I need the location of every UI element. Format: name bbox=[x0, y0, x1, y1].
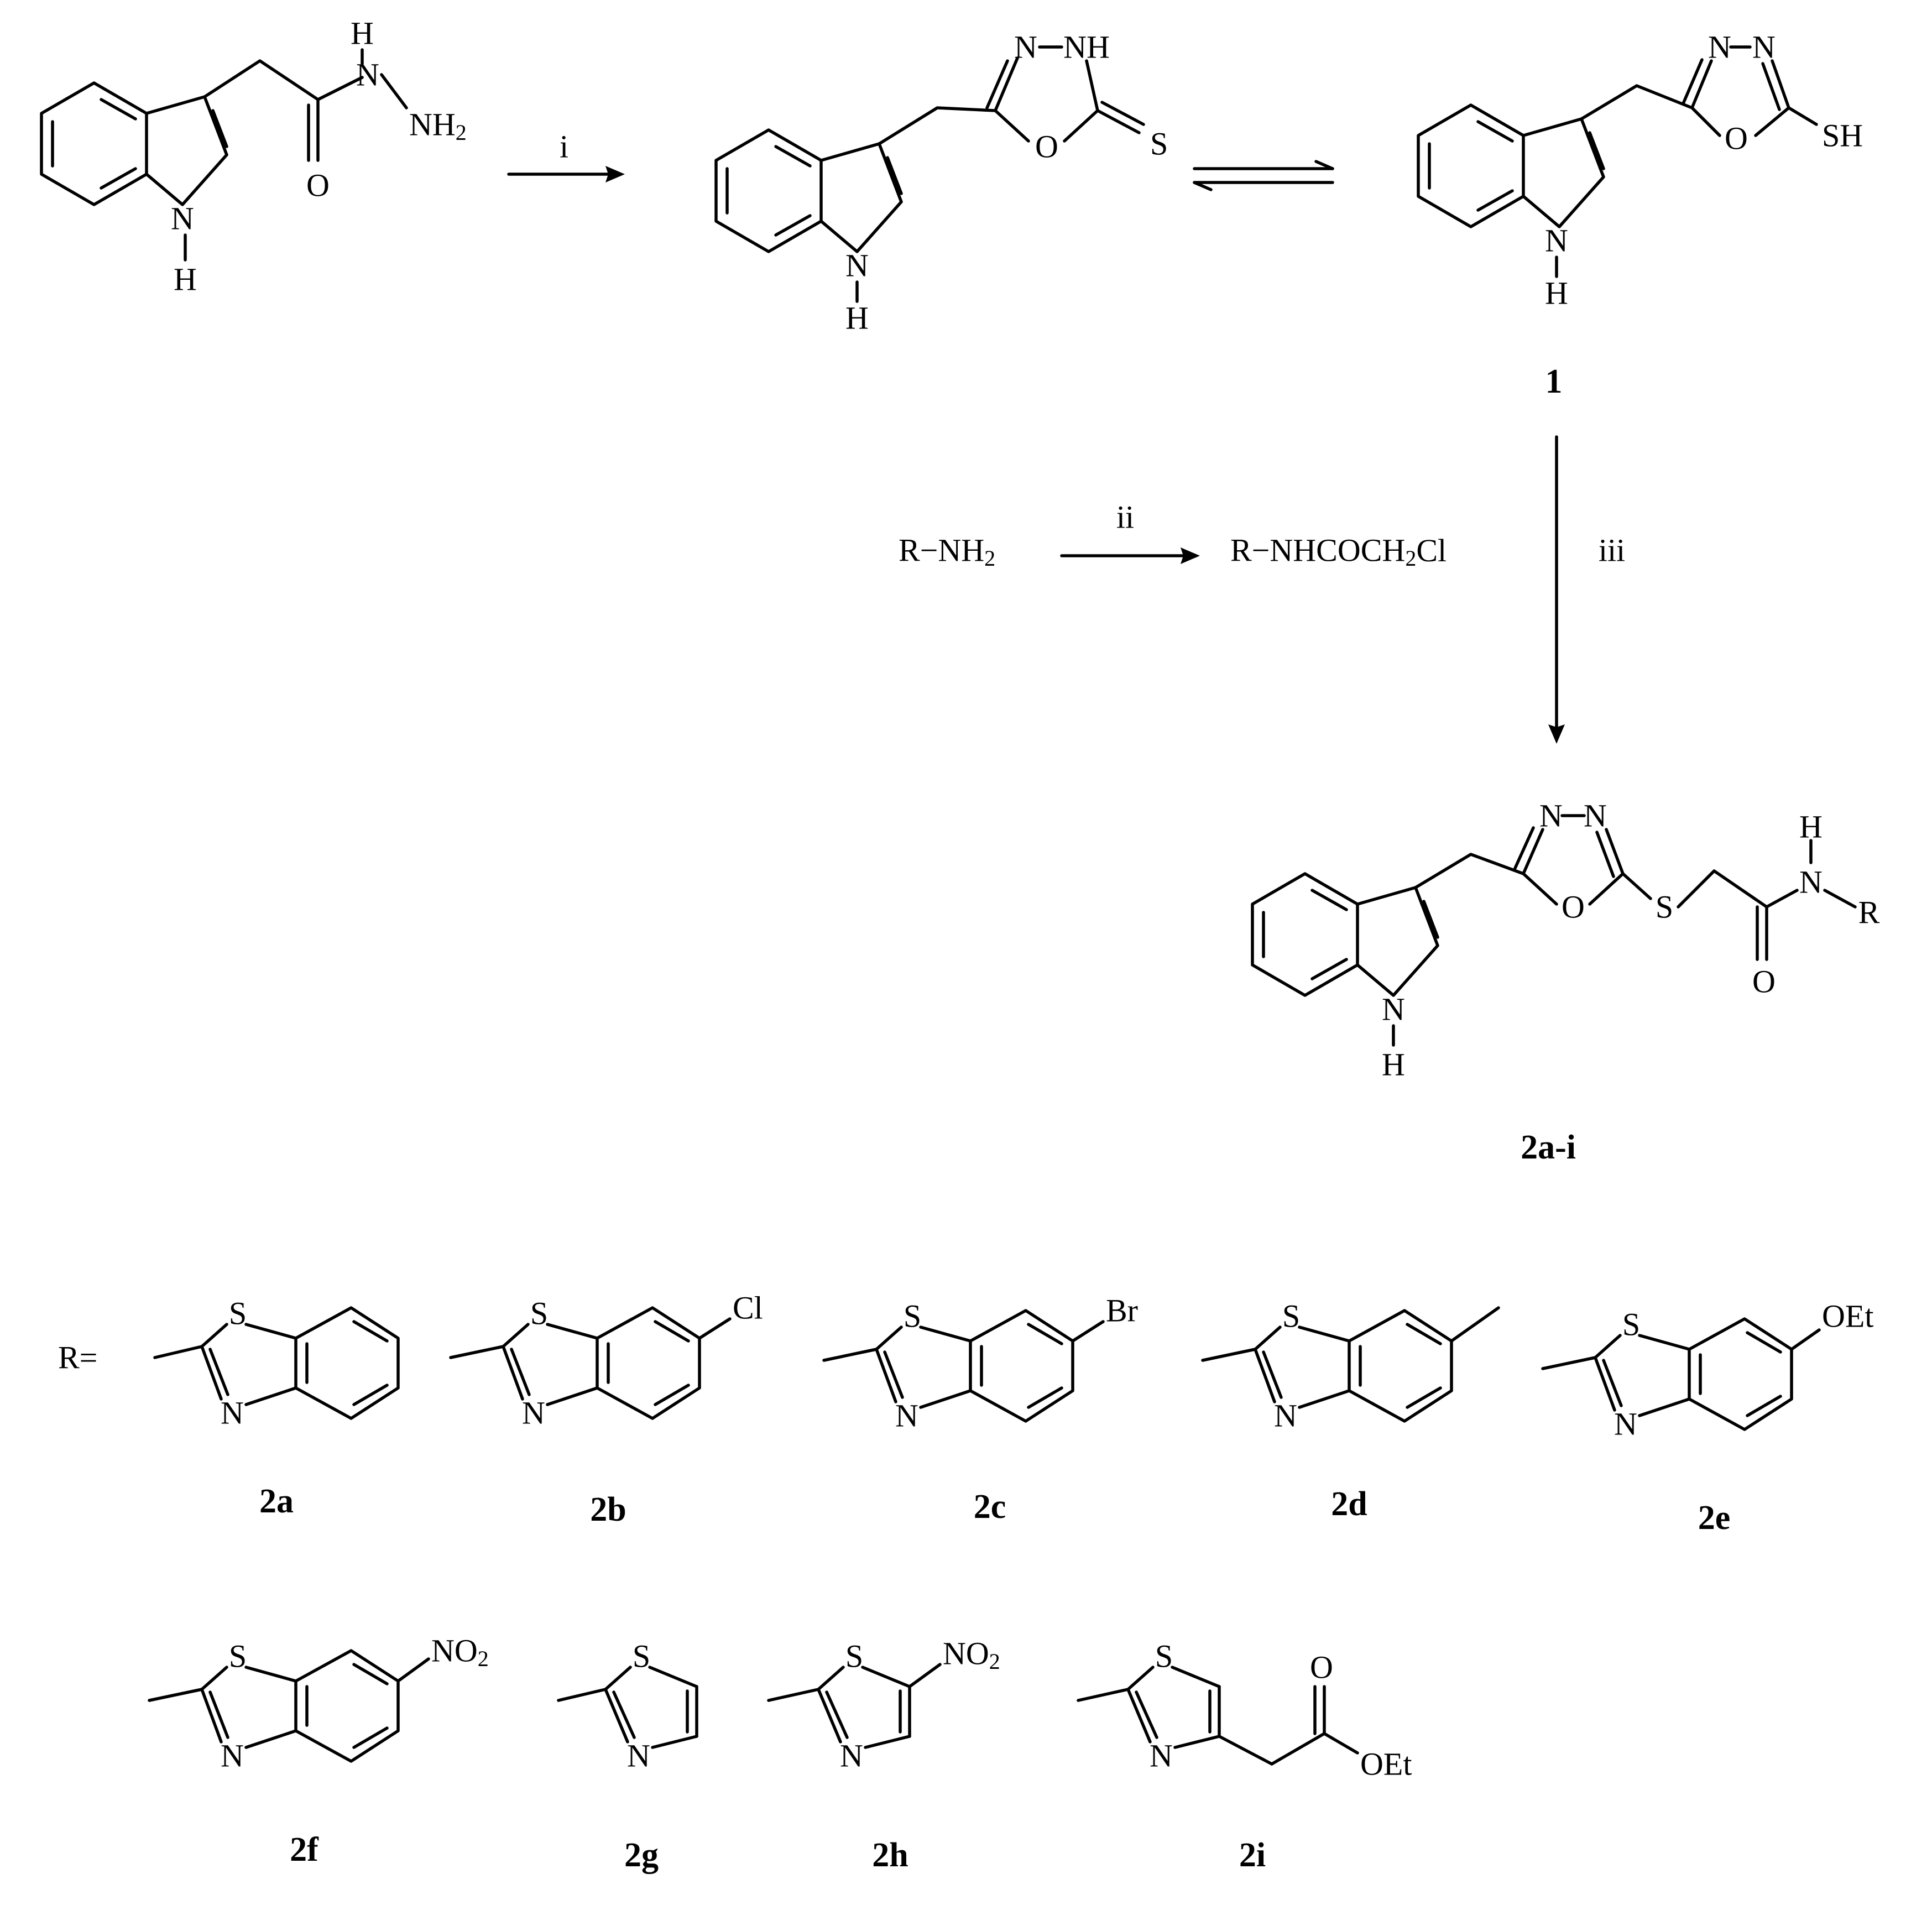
substituent-2c bbox=[822, 1309, 1105, 1423]
atom-h-indole-1: H bbox=[174, 262, 197, 298]
r-prefix: R= bbox=[58, 1340, 97, 1376]
atom-h-indole-c1: H bbox=[1545, 275, 1568, 311]
atom-s-2f: S bbox=[229, 1638, 247, 1674]
atom-n-2c: N bbox=[895, 1398, 918, 1434]
compound-label-2a-i: 2a-i bbox=[1521, 1129, 1576, 1166]
atom-n-thione: N bbox=[845, 248, 869, 284]
arrow-i bbox=[507, 166, 625, 182]
atom-n-amide-2: N bbox=[1799, 864, 1823, 900]
atom-s-2a: S bbox=[229, 1296, 247, 1332]
atom-sh-c1: SH bbox=[1822, 118, 1863, 154]
substituent-2g bbox=[557, 1666, 698, 1749]
atom-n4-c1: N bbox=[1752, 29, 1776, 65]
substituent-2d bbox=[1201, 1306, 1500, 1423]
substituent-2b bbox=[449, 1306, 732, 1420]
atom-n-2a: N bbox=[221, 1395, 244, 1431]
atom-n-2d: N bbox=[1274, 1398, 1297, 1434]
atom-r-2: R bbox=[1858, 895, 1880, 931]
atom-o-carbonyl-2i: O bbox=[1310, 1650, 1333, 1685]
oxadiazole-thione bbox=[714, 45, 1145, 253]
atom-h-thione: H bbox=[845, 300, 869, 336]
substituent-2a bbox=[153, 1306, 400, 1420]
atom-h-hydrazide: H bbox=[351, 15, 374, 51]
atom-nh-indole-1: N bbox=[171, 201, 194, 237]
reagent-chloroacetamide: R−NHCOCH2Cl bbox=[1230, 533, 1447, 571]
condition-ii: ii bbox=[1116, 499, 1134, 535]
atom-n3-thione: N bbox=[1014, 29, 1037, 65]
reagent-amine: R−NH2 bbox=[899, 533, 995, 571]
atom-n3-2: N bbox=[1539, 798, 1563, 834]
equilibrium-arrows bbox=[1193, 160, 1334, 191]
atom-h-amide-2: H bbox=[1799, 809, 1823, 845]
compound-1-structure bbox=[1417, 45, 1818, 228]
atom-h-indole-2: H bbox=[1382, 1047, 1405, 1083]
atom-n-indole-2: N bbox=[1382, 991, 1405, 1027]
atom-o-c1: O bbox=[1725, 121, 1748, 156]
condition-i: i bbox=[560, 129, 568, 165]
atom-n-2h: N bbox=[840, 1738, 863, 1774]
compound-label-2a: 2a bbox=[259, 1483, 294, 1520]
atom-oet-2e: OEt bbox=[1822, 1298, 1873, 1334]
substituent-2i bbox=[1077, 1666, 1359, 1766]
atom-n-hydrazide: N bbox=[356, 57, 379, 93]
atom-nh2-hydrazide: NH2 bbox=[409, 107, 467, 145]
atom-n-2f: N bbox=[221, 1738, 244, 1774]
atom-oet-2i: OEt bbox=[1360, 1746, 1412, 1782]
substituent-2f bbox=[148, 1649, 430, 1763]
compound-label-2h: 2h bbox=[872, 1836, 908, 1874]
atom-o-amide-2: O bbox=[1752, 964, 1776, 1000]
atom-s-2h: S bbox=[845, 1638, 863, 1674]
atom-no2-2f: NO2 bbox=[431, 1633, 489, 1671]
compound-label-2g: 2g bbox=[624, 1836, 659, 1874]
atom-cl-2b: Cl bbox=[733, 1290, 763, 1326]
atom-s-thioether-2: S bbox=[1656, 889, 1673, 925]
atom-s-thione: S bbox=[1150, 126, 1168, 162]
compound-label-2f: 2f bbox=[290, 1831, 319, 1869]
atom-br-2c: Br bbox=[1106, 1293, 1138, 1329]
atom-n-2b: N bbox=[522, 1395, 545, 1431]
atom-n4-2: N bbox=[1584, 798, 1607, 834]
atom-nh-thione: NH bbox=[1063, 29, 1110, 65]
atom-n3-c1: N bbox=[1708, 29, 1731, 65]
atom-n-2i: N bbox=[1150, 1738, 1173, 1774]
atom-s-2g: S bbox=[633, 1638, 650, 1674]
compound-label-2b: 2b bbox=[590, 1491, 626, 1528]
substituent-2h bbox=[767, 1663, 942, 1749]
atom-s-2b: S bbox=[530, 1296, 548, 1332]
compound-label-2i: 2i bbox=[1239, 1836, 1266, 1874]
atom-o-ring-2: O bbox=[1562, 889, 1585, 925]
arrow-iii bbox=[1548, 435, 1565, 744]
indole-acetohydrazide bbox=[40, 48, 408, 206]
substituent-2e bbox=[1541, 1317, 1821, 1431]
arrow-ii bbox=[1060, 547, 1200, 564]
atom-o-carbonyl-1: O bbox=[306, 168, 330, 203]
atom-s-2d: S bbox=[1282, 1298, 1300, 1334]
atom-n-2e: N bbox=[1614, 1406, 1637, 1442]
atom-n-indole-c1: N bbox=[1545, 223, 1568, 259]
atom-s-2c: S bbox=[904, 1298, 921, 1334]
compound-label-2c: 2c bbox=[974, 1488, 1006, 1526]
atom-o-thione: O bbox=[1035, 129, 1058, 165]
compound-label-1: 1 bbox=[1545, 363, 1563, 400]
atom-s-2i: S bbox=[1155, 1638, 1173, 1674]
compound-label-2d: 2d bbox=[1331, 1485, 1367, 1523]
atom-n-2g: N bbox=[627, 1738, 650, 1774]
atom-s-2e: S bbox=[1622, 1307, 1640, 1343]
product-2-structure bbox=[1251, 814, 1857, 997]
condition-iii: iii bbox=[1599, 533, 1625, 568]
atom-no2-2h: NO2 bbox=[943, 1636, 1000, 1674]
compound-label-2e: 2e bbox=[1698, 1499, 1731, 1537]
